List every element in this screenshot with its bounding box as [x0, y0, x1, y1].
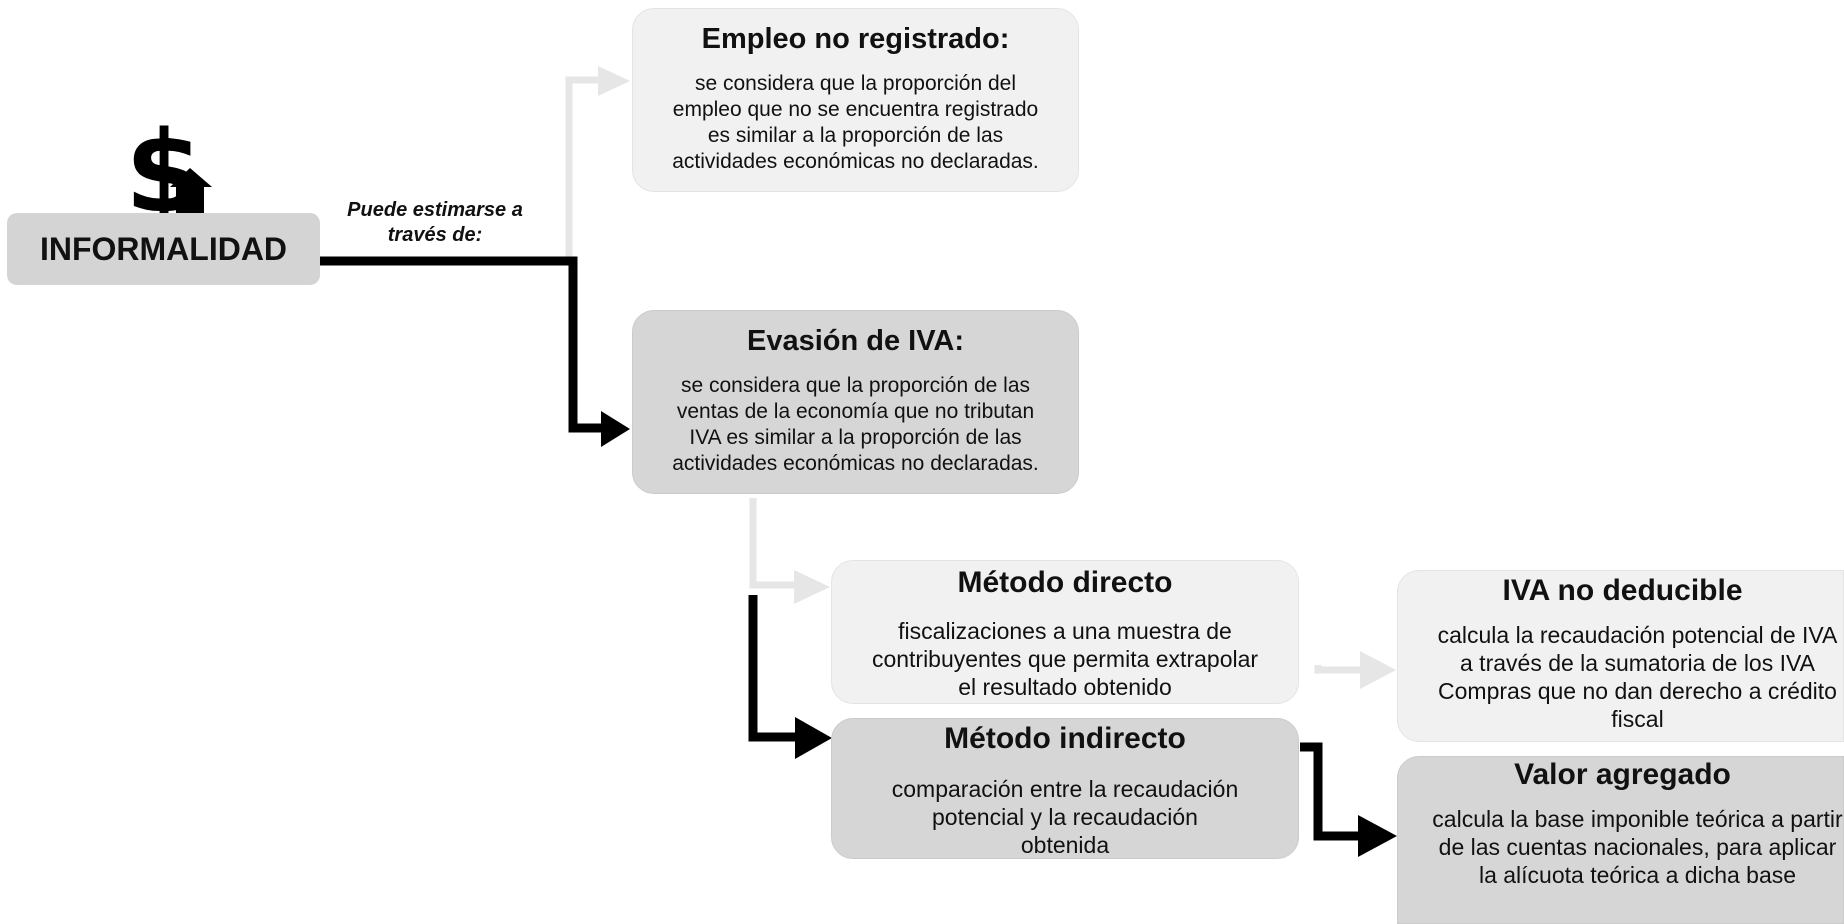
arrow-to-empleo	[598, 66, 630, 96]
connector-root-to-evasion	[320, 256, 605, 433]
connector-indirecto-to-valor	[1300, 742, 1360, 841]
arrow-to-directo	[794, 570, 830, 604]
root-node-informalidad: INFORMALIDAD	[7, 213, 320, 285]
node-iva-no-deducible: IVA no deducible calcula la recaudación …	[1397, 570, 1844, 742]
highlight-arrowheads	[601, 411, 1397, 857]
house-body-icon	[176, 186, 204, 215]
dollar-sign-icon: $	[125, 115, 212, 215]
node-body: se considera que la proporción de las ve…	[672, 374, 1039, 475]
node-title: Valor agregado	[1514, 758, 1731, 791]
node-title: Método directo	[957, 566, 1173, 599]
node-valor-agregado: Valor agregado calcula la base imponible…	[1397, 756, 1844, 924]
highlight-connectors	[320, 256, 1360, 841]
connector-to-empleo	[565, 76, 600, 258]
alternate-connectors	[565, 76, 1362, 674]
connector-to-directo	[749, 498, 796, 589]
connector-label: Puede estimarse a través de:	[347, 199, 523, 246]
node-metodo-indirecto: Método indirecto comparación entre la re…	[831, 718, 1299, 859]
node-evasion-de-iva: Evasión de IVA: se considera que la prop…	[632, 310, 1079, 494]
alternate-arrowheads	[598, 66, 1396, 689]
arrow-to-iva-no-deducible	[1360, 651, 1396, 689]
node-title: Empleo no registrado:	[701, 23, 1010, 55]
node-body: calcula la base imponible teórica a part…	[1432, 806, 1843, 888]
node-title: IVA no deducible	[1502, 574, 1743, 607]
node-title: Evasión de IVA:	[746, 325, 965, 357]
node-body: comparación entre la recaudación potenci…	[891, 776, 1239, 858]
arrow-to-evasion	[601, 411, 630, 447]
arrow-to-valor-agregado	[1358, 815, 1397, 857]
node-title: Método indirecto	[944, 722, 1186, 755]
node-body: fiscalizaciones a una muestra de contrib…	[871, 618, 1259, 700]
house-roof-icon	[170, 168, 212, 187]
connector-to-iva-no-deducible	[1314, 665, 1362, 674]
node-empleo-no-registrado: Empleo no registrado: se considera que l…	[632, 8, 1079, 192]
node-body: se considera que la proporción del emple…	[672, 72, 1039, 173]
arrow-to-indirecto	[795, 717, 832, 759]
node-metodo-directo: Método directo fiscalizaciones a una mue…	[831, 560, 1299, 704]
node-body: calcula la recaudación potencial de IVA …	[1437, 622, 1838, 732]
connector-evasion-to-indirecto	[748, 595, 797, 742]
